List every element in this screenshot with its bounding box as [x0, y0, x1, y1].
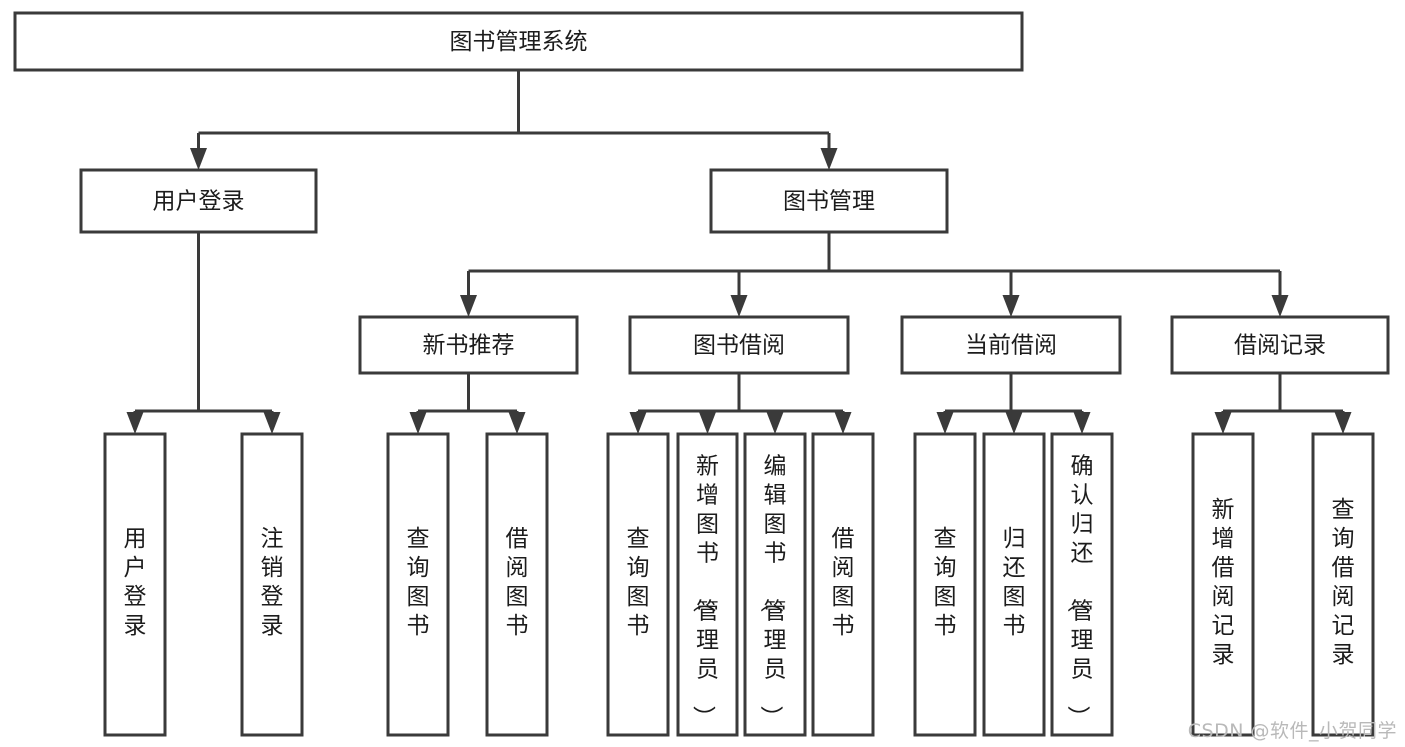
arrow-head-icon	[820, 148, 838, 170]
node-box	[1170, 315, 1390, 375]
node-label: 图书借阅	[693, 333, 785, 359]
node-box	[709, 168, 949, 234]
arrow-head-icon	[629, 412, 647, 434]
node-label: 借阅图书	[832, 526, 855, 639]
arrow-head-icon	[699, 412, 716, 434]
arrow-head-icon	[409, 412, 427, 434]
node-box	[1191, 432, 1255, 737]
arrow-head-icon	[1214, 412, 1232, 434]
arrow-head-icon	[936, 412, 954, 434]
node-leaf-return-book[interactable]: 归还图书	[982, 432, 1046, 737]
node-leaf-query-book-3[interactable]: 查询图书	[913, 432, 977, 737]
arrow-head-icon	[1334, 412, 1352, 434]
node-box	[13, 11, 1024, 72]
node-box	[1311, 432, 1375, 737]
node-leaf-logout[interactable]: 注销登录	[240, 432, 304, 737]
node-leaf-confirm-return[interactable]: 确认归还（管理员）	[1050, 432, 1114, 737]
watermark-label: CSDN @软件_小贺同学	[1187, 720, 1397, 742]
node-label: 编辑图书（管理员）	[758, 454, 787, 729]
node-leaf-user-login[interactable]: 用户登录	[103, 432, 167, 737]
arrow-head-icon	[263, 412, 281, 434]
node-label: 确认归还（管理员）	[1065, 454, 1094, 729]
node-label: 借阅记录	[1234, 333, 1326, 359]
node-book-borrow[interactable]: 图书借阅	[628, 315, 850, 375]
node-label: 新增借阅记录	[1212, 497, 1235, 668]
node-box	[606, 432, 670, 737]
node-box	[982, 432, 1046, 737]
node-label: 查询借阅记录	[1332, 497, 1355, 668]
node-borrow-record[interactable]: 借阅记录	[1170, 315, 1390, 375]
node-label: 用户登录	[153, 189, 245, 215]
arrow-head-icon	[126, 412, 144, 434]
node-box	[485, 432, 549, 737]
arrow-head-icon	[460, 295, 477, 317]
node-label: 图书管理系统	[450, 29, 588, 55]
arrow-head-icon	[1002, 295, 1020, 317]
node-label: 注销登录	[261, 526, 284, 639]
node-label: 图书管理	[783, 189, 875, 215]
node-leaf-query-record[interactable]: 查询借阅记录	[1311, 432, 1375, 737]
node-book-manage[interactable]: 图书管理	[709, 168, 949, 234]
node-box	[358, 315, 579, 375]
arrow-head-icon	[730, 295, 748, 317]
node-user-login[interactable]: 用户登录	[79, 168, 318, 234]
node-box	[79, 168, 318, 234]
node-label: 查询图书	[627, 526, 650, 639]
node-current-borrow[interactable]: 当前借阅	[900, 315, 1122, 375]
node-leaf-add-record[interactable]: 新增借阅记录	[1191, 432, 1255, 737]
node-new-book-rec[interactable]: 新书推荐	[358, 315, 579, 375]
arrow-head-icon	[508, 412, 526, 434]
node-layer: 图书管理系统用户登录图书管理新书推荐图书借阅当前借阅借阅记录用户登录注销登录查询…	[13, 11, 1390, 737]
node-root[interactable]: 图书管理系统	[13, 11, 1024, 72]
arrow-head-icon	[1005, 412, 1023, 434]
connector-layer	[126, 70, 1352, 434]
node-leaf-edit-book[interactable]: 编辑图书（管理员）	[743, 432, 807, 737]
arrow-head-icon	[1271, 295, 1289, 317]
node-box	[811, 432, 875, 737]
node-box	[900, 315, 1122, 375]
arrow-head-icon	[190, 148, 207, 170]
node-label: 用户登录	[124, 526, 147, 639]
node-leaf-add-book[interactable]: 新增图书（管理员）	[676, 432, 739, 737]
node-label: 新书推荐	[423, 333, 515, 359]
node-label: 查询图书	[407, 526, 430, 639]
node-box	[386, 432, 450, 737]
node-leaf-borrow-book-1[interactable]: 借阅图书	[485, 432, 549, 737]
node-label: 查询图书	[934, 526, 957, 639]
arrow-head-icon	[1073, 412, 1091, 434]
node-label: 新增图书（管理员）	[690, 454, 719, 729]
node-leaf-query-book-1[interactable]: 查询图书	[386, 432, 450, 737]
node-box	[628, 315, 850, 375]
node-box	[676, 432, 739, 737]
node-leaf-borrow-book-2[interactable]: 借阅图书	[811, 432, 875, 737]
node-label: 归还图书	[1003, 526, 1026, 639]
node-label: 借阅图书	[506, 526, 529, 639]
arrow-head-icon	[766, 412, 784, 434]
node-label: 当前借阅	[965, 333, 1057, 359]
node-box	[913, 432, 977, 737]
node-box	[1050, 432, 1114, 737]
arrow-head-icon	[834, 412, 852, 434]
node-box	[240, 432, 304, 737]
node-leaf-query-book-2[interactable]: 查询图书	[606, 432, 670, 737]
node-box	[743, 432, 807, 737]
node-box	[103, 432, 167, 737]
